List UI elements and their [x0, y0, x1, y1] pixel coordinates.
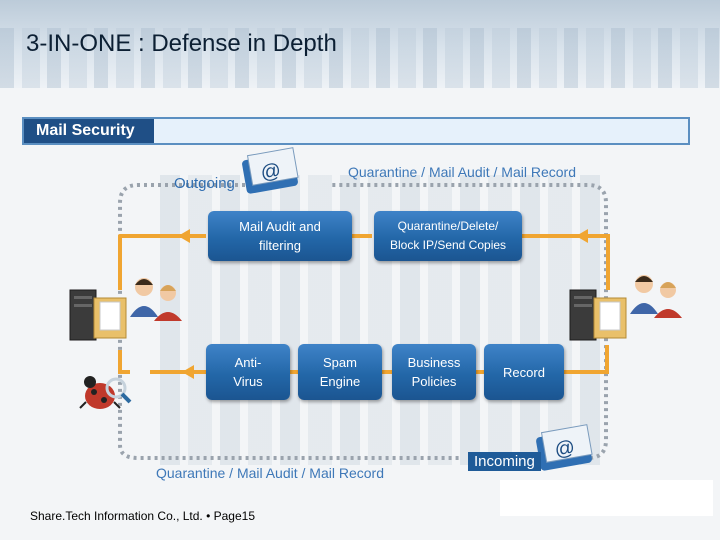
- quarantine-line-2: Block IP/Send Copies: [389, 238, 507, 252]
- quarantine-box: Quarantine/Delete/Block IP/Send Copies: [374, 211, 522, 261]
- outgoing-top-arrow: [118, 234, 206, 290]
- header-banner: [0, 0, 720, 88]
- page-title: 3-IN-ONE : Defense in Depth: [26, 30, 337, 57]
- incoming-bottom-arrow: [548, 345, 609, 374]
- record-line-1: Record: [503, 364, 545, 380]
- spam-line-1: Spam: [323, 355, 357, 370]
- mail-at-icon: @: [242, 147, 299, 194]
- dashed-flow-loop: [118, 183, 608, 460]
- record-box: Record: [484, 344, 564, 400]
- blank-panel: [500, 480, 713, 516]
- antivirus-line-2: Virus: [233, 374, 263, 389]
- svg-text:@: @: [553, 436, 577, 461]
- antivirus-box: Anti- Virus: [206, 344, 290, 400]
- svg-text:@: @: [259, 159, 283, 184]
- top-caption: Quarantine / Mail Audit / Mail Record: [348, 164, 576, 180]
- virus-bug-icon: [79, 376, 132, 409]
- mail-audit-box: Mail Audit and filtering: [208, 211, 352, 261]
- outgoing-label: Outgoing: [174, 175, 235, 192]
- incoming-label: Incoming: [468, 452, 541, 471]
- footer-text: Share.Tech Information Co., Ltd. • Page1…: [30, 509, 255, 523]
- business-line-1: Business: [407, 355, 461, 370]
- quarantine-line-1: Quarantine/Delete/: [397, 219, 499, 233]
- server-icon: [69, 289, 127, 341]
- mail-at-icon: @: [536, 424, 593, 471]
- users-icon: [130, 278, 182, 321]
- spam-line-2: Engine: [319, 374, 361, 389]
- mail-audit-line-1: Mail Audit and: [239, 219, 321, 234]
- quarantine-arrow: [522, 234, 610, 290]
- users-icon: [630, 275, 682, 318]
- business-line-2: Policies: [411, 374, 457, 389]
- section-title: Mail Security: [36, 122, 135, 139]
- bottom-caption: Quarantine / Mail Audit / Mail Record: [156, 465, 384, 481]
- antivirus-line-1: Anti-: [234, 355, 262, 370]
- server-icon: [569, 289, 627, 341]
- section-bar: [22, 117, 690, 145]
- mail-audit-line-2: filtering: [259, 238, 301, 253]
